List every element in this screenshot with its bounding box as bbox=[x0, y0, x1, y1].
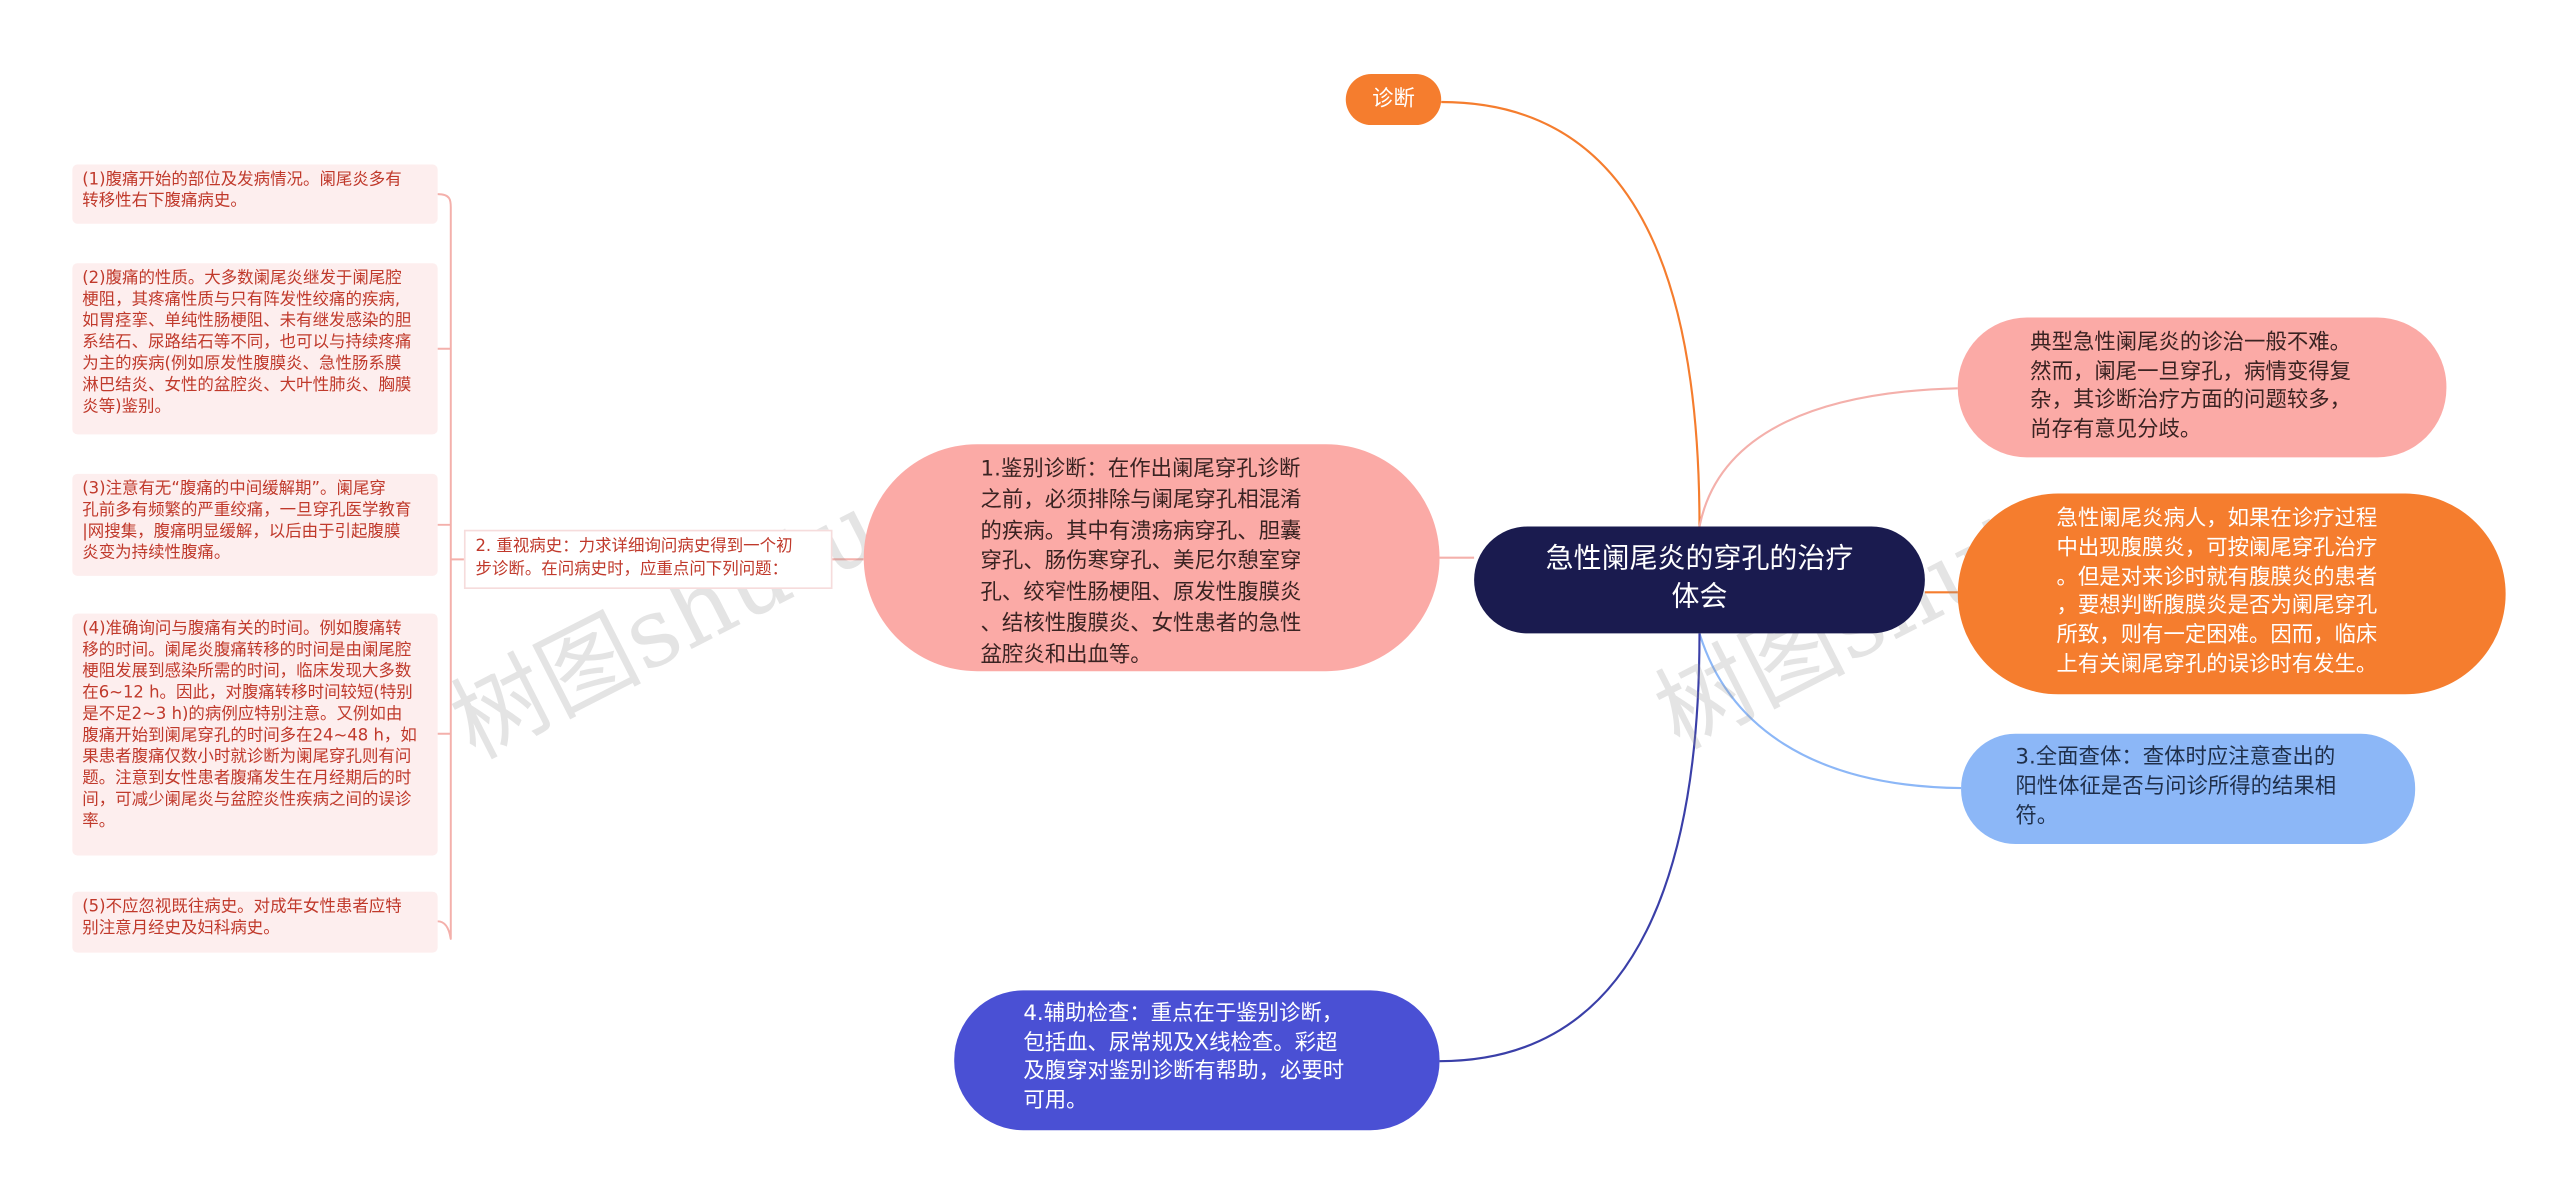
auxiliary-exam-label: 4.辅助检查：重点在于鉴别诊断， 包括血、尿常规及X线检查。彩超 及腹穿对鉴别诊… bbox=[1023, 1001, 1345, 1114]
differential-diagnosis-label: 1.鉴别诊断：在作出阑尾穿孔诊断 之前，必须排除与阑尾穿孔相混淆 的疾病。其中有… bbox=[980, 457, 1302, 668]
history-leaf-4-label: (4)准确询问与腹痛有关的时间。例如腹痛转 移的时间。阑尾炎腹痛转移的时间是由阑… bbox=[82, 620, 417, 831]
history-leaf-5-label: (5)不应忽视既往病史。对成年女性患者应特 别注意月经史及妇科病史。 bbox=[82, 898, 402, 938]
history-leaf-3[interactable]: (3)注意有无“腹痛的中间缓解期”。阑尾穿 孔前多有频繁的严重绞痛，一旦穿孔医学… bbox=[72, 473, 438, 576]
auxiliary-exam-node[interactable]: 4.辅助检查：重点在于鉴别诊断， 包括血、尿常规及X线检查。彩超 及腹穿对鉴别诊… bbox=[954, 990, 1440, 1131]
history-leaf-3-label: (3)注意有无“腹痛的中间缓解期”。阑尾穿 孔前多有频繁的严重绞痛，一旦穿孔医学… bbox=[82, 480, 412, 563]
medical-history-node[interactable]: 2. 重视病史：力求详细询问病史得到一个初 步诊断。在问病史时，应重点问下列问题… bbox=[463, 529, 833, 589]
diagnosis-label: 诊断 bbox=[1372, 87, 1415, 112]
history-leaf-4[interactable]: (4)准确询问与腹痛有关的时间。例如腹痛转 移的时间。阑尾炎腹痛转移的时间是由阑… bbox=[72, 613, 438, 856]
physical-exam-node[interactable]: 3.全面查体：查体时应注意查出的 阳性体征是否与问诊所得的结果相 符。 bbox=[1961, 733, 2416, 844]
history-bracket bbox=[437, 193, 464, 940]
history-leaf-1[interactable]: (1)腹痛开始的部位及发病情况。阑尾炎多有 转移性右下腹痛病史。 bbox=[72, 164, 438, 224]
root-topic-label: 急性阑尾炎的穿孔的治疗 体会 bbox=[1545, 542, 1854, 614]
link-root-auxiliary bbox=[1439, 633, 1701, 1063]
typical-appendicitis-label: 典型急性阑尾炎的诊治一般不难。 然而，阑尾一旦穿孔，病情变得复 杂，其诊断治疗方… bbox=[2030, 330, 2352, 443]
history-leaf-2-label: (2)腹痛的性质。大多数阑尾炎继发于阑尾腔 梗阻，其疼痛性质与只有阵发性绞痛的疾… bbox=[82, 269, 412, 417]
link-root-diagnosis bbox=[1441, 100, 1701, 527]
history-leaf-1-label: (1)腹痛开始的部位及发病情况。阑尾炎多有 转移性右下腹痛病史。 bbox=[82, 171, 402, 211]
medical-history-label: 2. 重视病史：力求详细询问病史得到一个初 步诊断。在问病史时，应重点问下列问题… bbox=[475, 537, 793, 580]
history-leaf-2[interactable]: (2)腹痛的性质。大多数阑尾炎继发于阑尾腔 梗阻，其疼痛性质与只有阵发性绞痛的疾… bbox=[72, 263, 438, 435]
physical-exam-label: 3.全面查体：查体时应注意查出的 阳性体征是否与问诊所得的结果相 符。 bbox=[2015, 745, 2337, 829]
appendicitis-patients-node[interactable]: 急性阑尾炎病人，如果在诊疗过程 中出现腹膜炎，可按阑尾穿孔治疗 。但是对来诊时就… bbox=[1957, 493, 2506, 695]
differential-diagnosis-node[interactable]: 1.鉴别诊断：在作出阑尾穿孔诊断 之前，必须排除与阑尾穿孔相混淆 的疾病。其中有… bbox=[863, 444, 1440, 672]
link-root-typical bbox=[1698, 387, 1958, 527]
appendicitis-patients-label: 急性阑尾炎病人，如果在诊疗过程 中出现腹膜炎，可按阑尾穿孔治疗 。但是对来诊时就… bbox=[2056, 506, 2378, 678]
root-topic-node[interactable]: 急性阑尾炎的穿孔的治疗 体会 bbox=[1474, 526, 1925, 634]
typical-appendicitis-node[interactable]: 典型急性阑尾炎的诊治一般不难。 然而，阑尾一旦穿孔，病情变得复 杂，其诊断治疗方… bbox=[1957, 317, 2447, 458]
diagnosis-node[interactable]: 诊断 bbox=[1345, 74, 1442, 126]
link-root-exam bbox=[1698, 633, 1962, 790]
history-leaf-5[interactable]: (5)不应忽视既往病史。对成年女性患者应特 别注意月经史及妇科病史。 bbox=[72, 891, 438, 953]
